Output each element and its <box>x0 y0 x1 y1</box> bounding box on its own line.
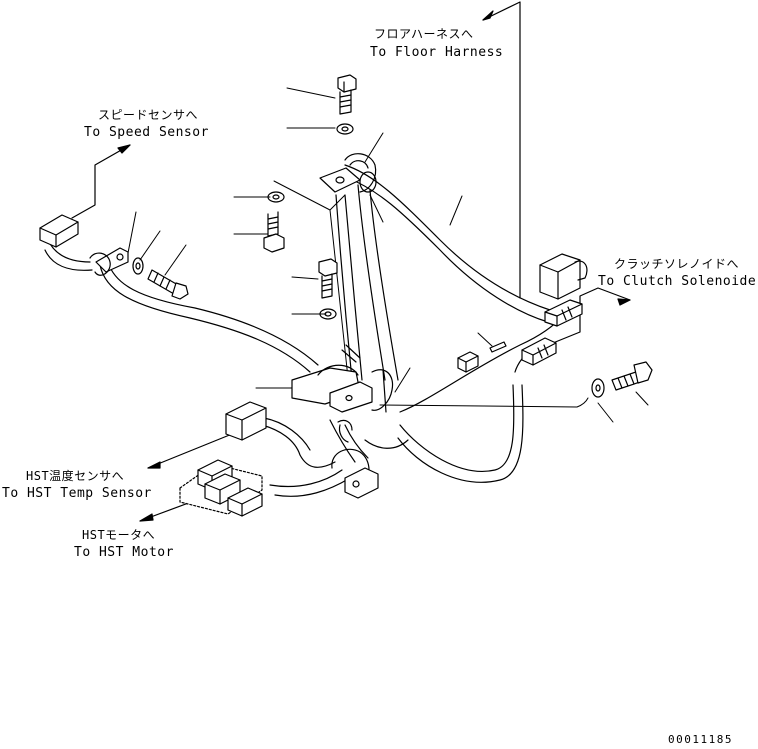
bolt-middle <box>318 258 338 299</box>
washer-middle <box>319 308 337 320</box>
lower-clamp <box>331 419 379 499</box>
speed-sensor-label-jp: スピードセンサへ <box>98 108 199 122</box>
hst-motor-connector-group <box>179 459 263 517</box>
clutch-solenoid-label-en: To Clutch Solenoide <box>598 274 757 289</box>
harness-hst-branch <box>261 417 409 497</box>
small-plug <box>457 351 479 373</box>
hst-temp-connector <box>225 401 267 441</box>
hst-temp-label-en: To HST Temp Sensor <box>2 486 152 501</box>
harness-main-trunk <box>335 164 551 381</box>
top-clamp <box>319 153 377 193</box>
speed-sensor-clamp <box>89 247 129 276</box>
washer-right <box>591 378 605 398</box>
drawing-number: 00011185 <box>668 733 733 746</box>
bolt-speed-sensor <box>147 269 189 300</box>
bolt-top <box>337 74 357 115</box>
bolt-right <box>611 361 653 391</box>
washer-left-upper <box>267 191 285 203</box>
clutch-solenoid-label-jp: クラッチソレノイドへ <box>614 257 740 271</box>
speed-sensor-connector <box>39 214 79 248</box>
leader-speed-sensor <box>71 144 131 219</box>
washer-speed-sensor <box>132 257 144 275</box>
part-callout-lines <box>127 87 649 423</box>
leader-hst-temp <box>147 433 233 469</box>
floor-harness-label-jp: フロアハーネスへ <box>374 27 474 41</box>
speed-sensor-label-en: To Speed Sensor <box>84 125 209 140</box>
center-bracket <box>291 344 394 413</box>
hst-motor-label-jp: HSTモータへ <box>82 528 156 542</box>
clutch-connector-upper <box>544 299 583 327</box>
hst-temp-label-jp: HST温度センサへ <box>26 469 125 483</box>
harness-speed-sensor-branch <box>44 239 319 373</box>
hst-motor-label-en: To HST Motor <box>74 545 174 560</box>
washer-top <box>336 123 354 135</box>
clutch-connector-lower <box>521 337 557 366</box>
bolt-left-upper <box>263 211 285 253</box>
floor-harness-label-en: To Floor Harness <box>370 45 504 60</box>
small-pin <box>489 341 507 353</box>
leader-floor-harness <box>482 1 521 299</box>
leader-clutch-solenoid <box>547 287 631 346</box>
floor-harness-connector <box>539 253 588 300</box>
